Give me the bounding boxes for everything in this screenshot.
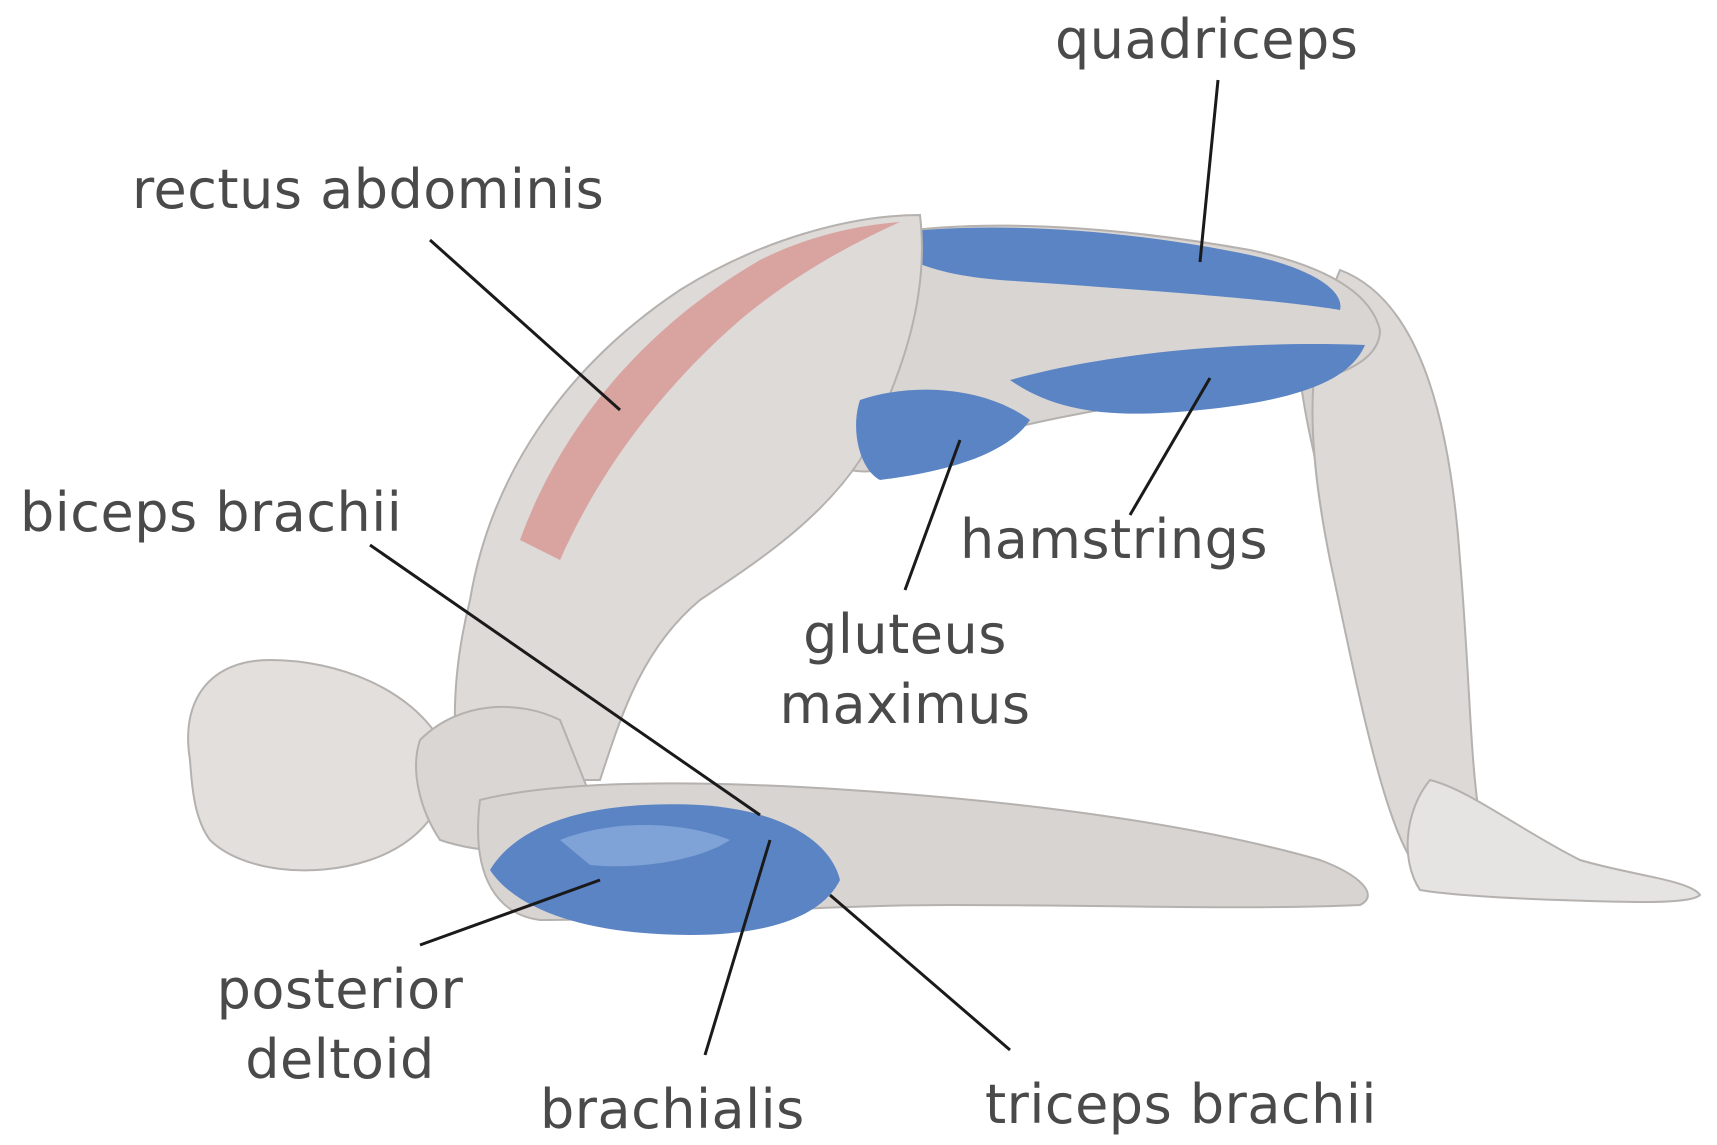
foot (1408, 780, 1700, 902)
label-rectus-abdominis: rectus abdominis (132, 155, 604, 225)
head (188, 660, 446, 870)
label-biceps-brachii: biceps brachii (20, 478, 402, 548)
label-gluteus-line2: maximus (770, 670, 1040, 740)
label-brachialis: brachialis (540, 1075, 805, 1145)
label-gluteus-line1: gluteus (770, 600, 1040, 670)
label-posterior-line1: posterior (200, 955, 480, 1025)
label-gluteus-maximus: gluteus maximus (770, 600, 1040, 740)
label-triceps-brachii: triceps brachii (985, 1070, 1377, 1140)
label-posterior-line2: deltoid (200, 1025, 480, 1095)
label-quadriceps: quadriceps (1055, 5, 1358, 75)
leader-triceps-brachii (830, 895, 1010, 1050)
leader-rectus-abdominis (430, 240, 620, 410)
label-hamstrings: hamstrings (960, 505, 1268, 575)
leader-quadriceps (1200, 80, 1218, 262)
label-posterior-deltoid: posterior deltoid (200, 955, 480, 1095)
